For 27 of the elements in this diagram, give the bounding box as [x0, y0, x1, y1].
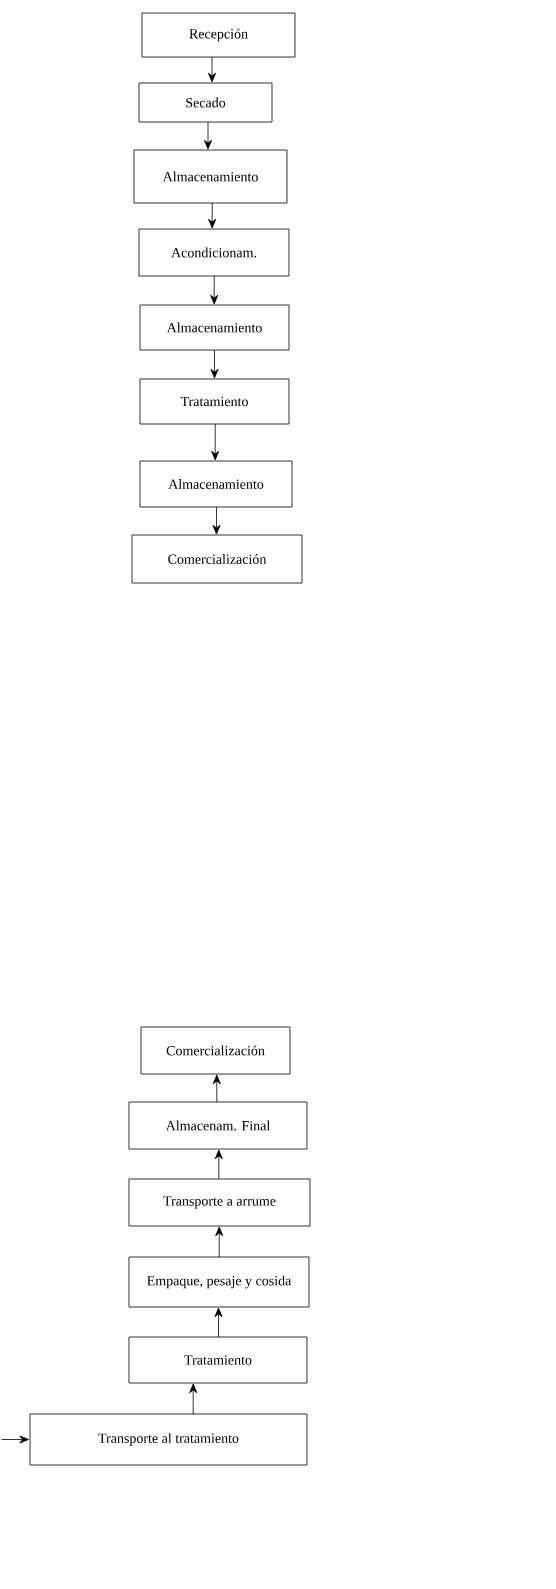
process-box: Comercialización	[131, 534, 303, 584]
process-box: Tratamiento	[128, 1336, 308, 1384]
arrow	[214, 1149, 223, 1180]
arrow	[208, 202, 217, 229]
process-box: Comercialización	[140, 1026, 291, 1075]
process-box: Tratamiento	[139, 378, 290, 425]
process-box: Transporte al tratamiento	[29, 1413, 308, 1466]
process-box: Almacenamiento	[133, 149, 288, 204]
process-box: Transporte a arrume	[128, 1178, 311, 1227]
arrow	[214, 1307, 223, 1338]
process-box: Almacenam. Final	[128, 1101, 308, 1150]
process-box: Almacenamiento	[139, 304, 290, 351]
arrow	[215, 1226, 224, 1258]
arrow	[212, 1074, 221, 1103]
process-box: Almacenamiento	[139, 460, 293, 508]
arrow	[211, 423, 220, 461]
process-box: Empaque, pesaje y cosida	[128, 1256, 310, 1308]
process-box: Acondicionam.	[138, 228, 290, 277]
arrow	[210, 349, 219, 379]
arrow	[210, 275, 219, 305]
process-box: Secado	[138, 82, 273, 123]
arrow	[189, 1383, 198, 1415]
arrow	[208, 56, 216, 83]
arrow	[204, 121, 212, 150]
arrow	[19, 1435, 29, 1444]
arrow	[212, 506, 221, 535]
process-box: Recepción	[141, 12, 296, 58]
